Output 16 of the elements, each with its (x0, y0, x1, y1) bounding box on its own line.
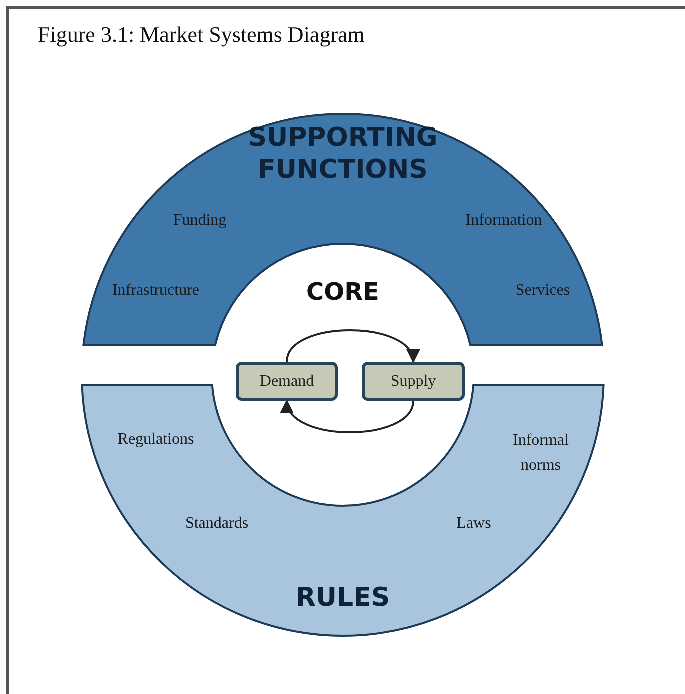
function-label: Services (514, 281, 572, 301)
figure-title: Figure 3.1: Market Systems Diagram (38, 22, 365, 48)
function-label: Funding (172, 211, 228, 231)
arrow (286, 330, 418, 364)
rule-label: Laws (456, 514, 492, 534)
function-label: Information (464, 211, 544, 231)
rule-label: Regulations (116, 430, 196, 450)
function-label: Infrastructure (111, 281, 201, 301)
arrow (283, 400, 414, 434)
process-box: Supply (362, 362, 465, 401)
section-heading: SUPPORTING FUNCTIONS (247, 122, 439, 186)
core-heading: CORE (306, 278, 380, 306)
rule-label: Informal norms (512, 431, 570, 476)
rule-label: Standards (184, 514, 250, 534)
process-box: Demand (236, 362, 338, 401)
section-heading: RULES (294, 582, 392, 614)
